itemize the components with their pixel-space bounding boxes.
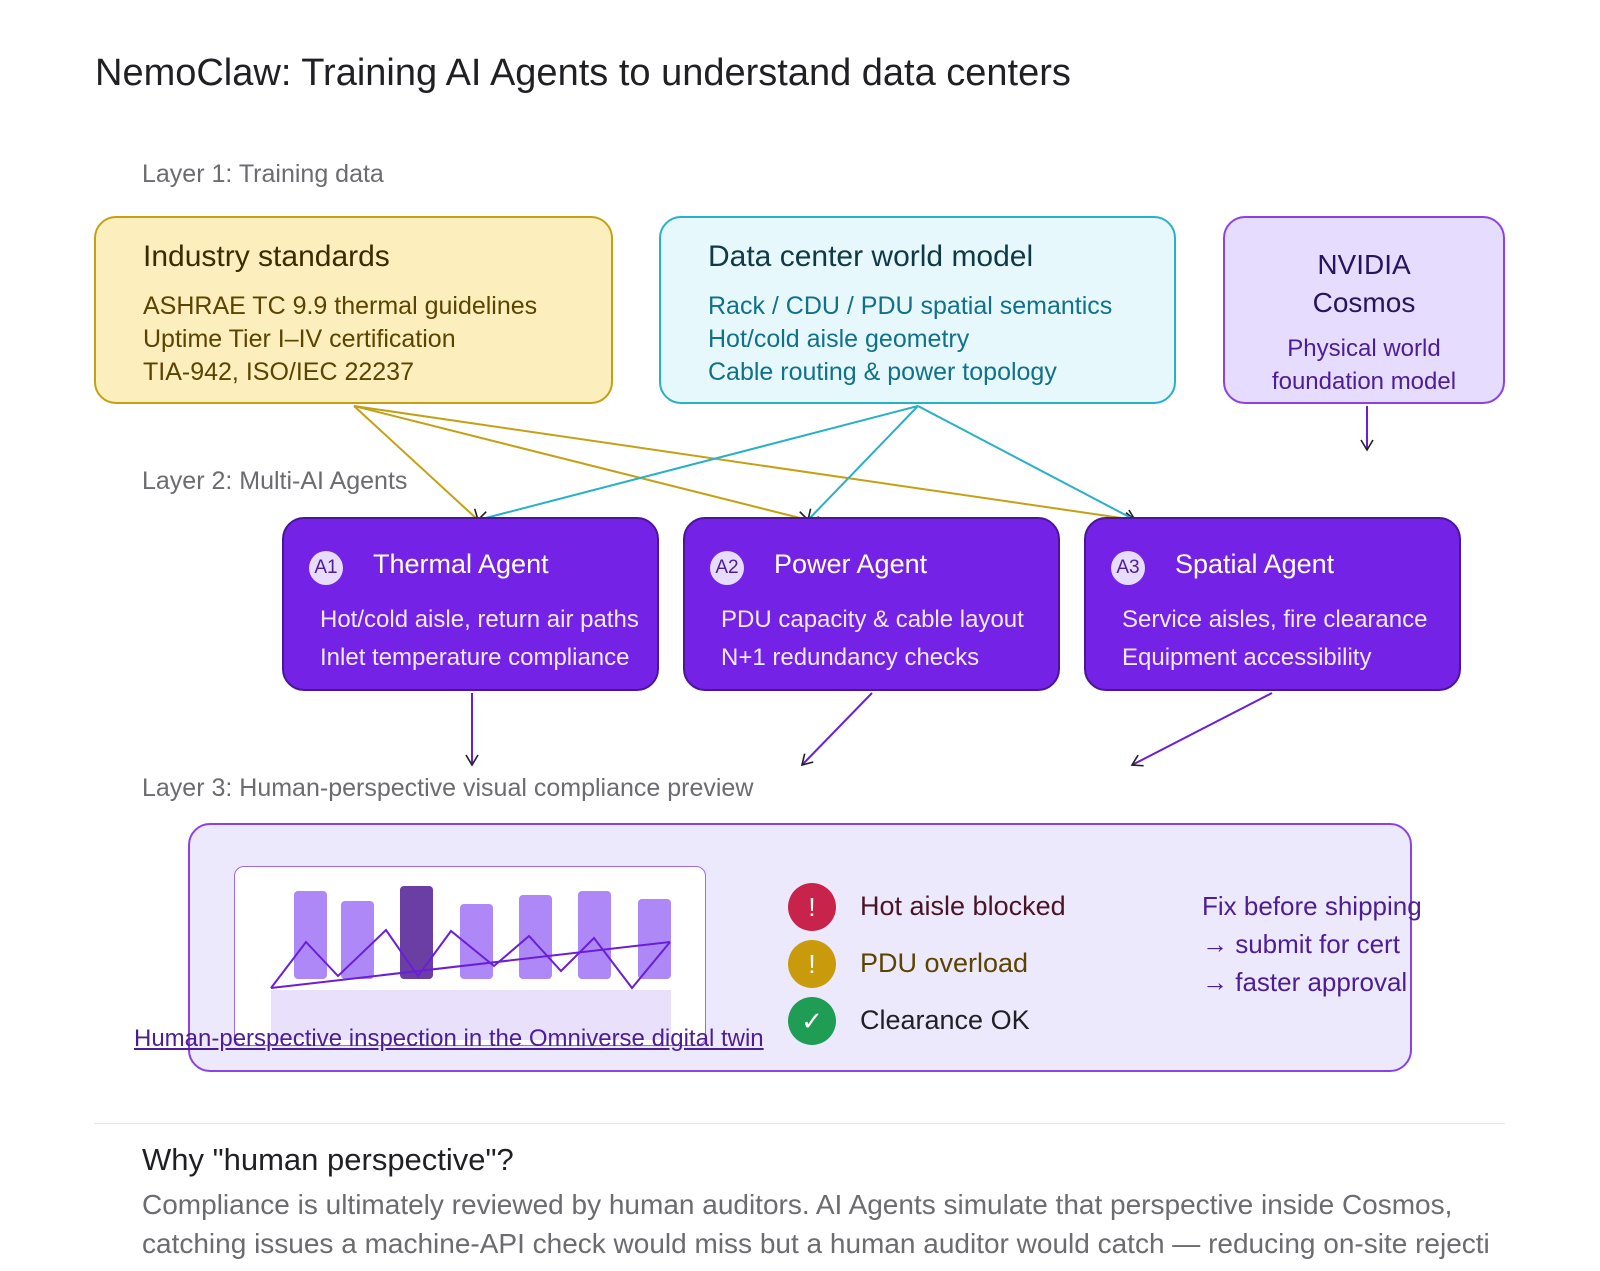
status-label: PDU overload [860, 948, 1029, 978]
agent-name: Thermal Agent [373, 549, 549, 579]
spatial-to-preview-line [1130, 692, 1273, 767]
agent-badge: A1 [309, 551, 343, 585]
worldmodel-to-thermal-line [476, 405, 919, 525]
power-to-preview-line [800, 692, 873, 767]
why-line: Compliance is ultimately reviewed by hum… [142, 1189, 1453, 1220]
floor-strip [271, 990, 671, 1040]
alert-icon: ! [788, 883, 836, 931]
section-divider [94, 1123, 1505, 1124]
nvidia-cosmos-box: NVIDIA Cosmos Physical world foundation … [1223, 216, 1505, 404]
standards-to-power-line [353, 405, 810, 525]
world-model-line: Rack / CDU / PDU spatial semantics [708, 292, 1113, 320]
inspection-caption: Human-perspective inspection in the Omni… [134, 1025, 764, 1052]
cosmos-heading-line: NVIDIA [1317, 249, 1411, 280]
page-title: NemoClaw: Training AI Agents to understa… [95, 52, 1071, 94]
rack [341, 901, 374, 979]
agent-line: Equipment accessibility [1122, 644, 1372, 671]
worldmodel-to-spatial-line [917, 405, 1137, 522]
status-label: Hot aisle blocked [860, 891, 1066, 921]
airflow-zigzag [270, 928, 671, 990]
world-model-box: Data center world model Rack / CDU / PDU… [659, 216, 1176, 404]
worldmodel-to-power-line [806, 405, 919, 522]
industry-standards-heading: Industry standards [143, 240, 390, 273]
cosmos-subtitle: Physical world foundation model [1225, 332, 1503, 398]
rack [519, 895, 552, 979]
world-model-line: Hot/cold aisle geometry [708, 325, 970, 353]
spatial-agent-box: A3 Spatial Agent Service aisles, fire cl… [1084, 517, 1461, 691]
agent-line: Inlet temperature compliance [320, 644, 630, 671]
digital-twin-illustration [270, 886, 671, 1040]
agent-badge: A3 [1111, 551, 1145, 585]
world-model-line: Cable routing & power topology [708, 358, 1057, 386]
agent-line: Service aisles, fire clearance [1122, 606, 1428, 633]
rack [638, 899, 671, 979]
why-line: catching issues a machine-API check woul… [142, 1228, 1490, 1259]
industry-standards-box: Industry standards ASHRAE TC 9.9 thermal… [94, 216, 613, 404]
standards-line: TIA-942, ISO/IEC 22237 [143, 358, 414, 386]
check-icon: ✓ [788, 997, 836, 1045]
rack [460, 904, 493, 979]
cosmos-sub-line: foundation model [1271, 368, 1457, 395]
layer-1-label: Layer 1: Training data [142, 160, 384, 188]
why-heading: Why "human perspective"? [142, 1142, 514, 1177]
standards-to-spatial-line [353, 405, 1137, 526]
fix-line: → submit for cert [1202, 929, 1400, 959]
thermal-agent-box: A1 Thermal Agent Hot/cold aisle, return … [282, 517, 659, 691]
power-agent-box: A2 Power Agent PDU capacity & cable layo… [683, 517, 1060, 691]
fix-line: → faster approval [1202, 967, 1408, 997]
rack [294, 891, 327, 979]
cosmos-sub-line: Physical world [1287, 335, 1441, 362]
layer-2-label: Layer 2: Multi-AI Agents [142, 467, 408, 495]
agent-name: Spatial Agent [1175, 549, 1335, 579]
agent-name: Power Agent [774, 549, 928, 579]
agent-line: PDU capacity & cable layout [721, 606, 1024, 633]
standards-line: ASHRAE TC 9.9 thermal guidelines [143, 292, 538, 320]
agent-line: Hot/cold aisle, return air paths [320, 606, 639, 633]
rack [578, 891, 611, 979]
why-paragraph: Compliance is ultimately reviewed by hum… [142, 1185, 1600, 1263]
world-model-heading: Data center world model [708, 240, 1034, 273]
baseline-line [270, 941, 671, 989]
cosmos-heading: NVIDIA Cosmos [1225, 246, 1503, 322]
layer-3-label: Layer 3: Human-perspective visual compli… [142, 774, 754, 802]
agent-line: N+1 redundancy checks [721, 644, 980, 671]
standards-line: Uptime Tier I–IV certification [143, 325, 456, 353]
cosmos-heading-line: Cosmos [1312, 287, 1416, 318]
status-label: Clearance OK [860, 1005, 1030, 1035]
standards-to-thermal-line [353, 405, 480, 522]
fix-steps: Fix before shipping → submit for cert → … [1202, 887, 1422, 1001]
warning-icon: ! [788, 940, 836, 988]
rack-highlighted [400, 886, 433, 979]
agent-badge: A2 [710, 551, 744, 585]
fix-line: Fix before shipping [1202, 891, 1422, 921]
